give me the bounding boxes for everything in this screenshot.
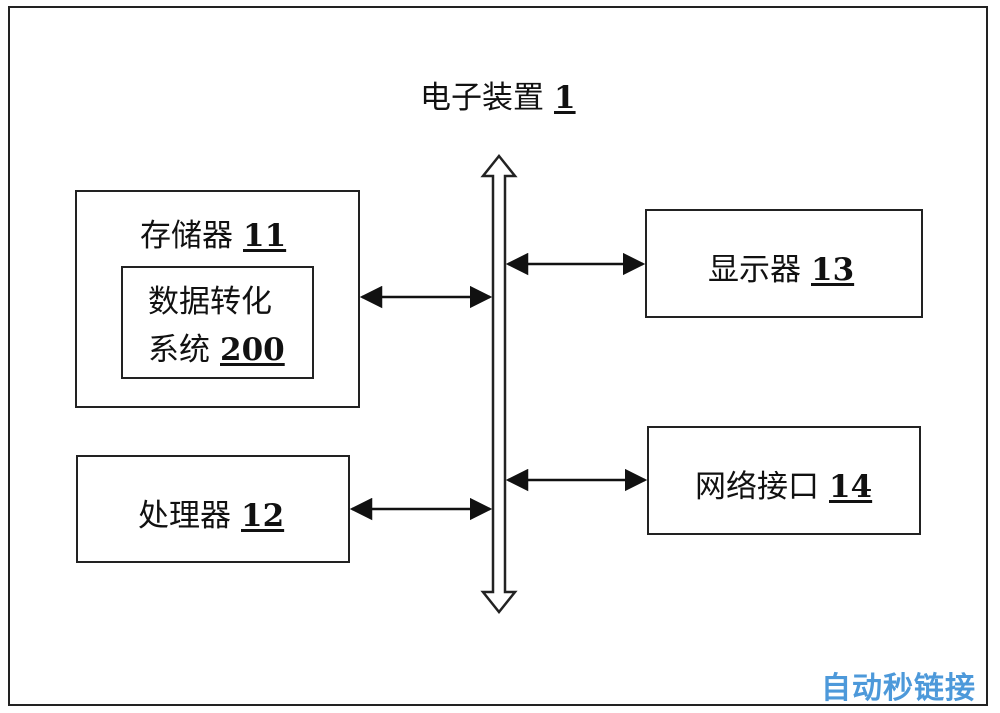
- device-title-text: 电子装置: [420, 80, 544, 116]
- display-box: [645, 209, 923, 318]
- display-label: 显示器 13: [708, 244, 854, 289]
- display-number: 13: [811, 252, 855, 288]
- processor-title: 处理器: [138, 498, 231, 534]
- conversion-system-number: 200: [220, 332, 285, 368]
- display-title: 显示器: [708, 252, 801, 288]
- network-label: 网络接口 14: [695, 461, 872, 506]
- conversion-system-box: [121, 266, 314, 379]
- conversion-system-text2: 系统: [148, 332, 210, 368]
- network-number: 14: [829, 469, 873, 505]
- network-title: 网络接口: [695, 469, 819, 505]
- conversion-system-line2: 系统 200: [148, 324, 285, 369]
- memory-title: 存储器: [140, 218, 233, 254]
- memory-label: 存储器 11: [140, 210, 286, 255]
- watermark-text: 自动秒链接: [821, 671, 976, 706]
- device-number: 1: [554, 80, 576, 116]
- processor-number: 12: [241, 498, 285, 534]
- memory-number: 11: [243, 218, 287, 254]
- bus-arrow: [480, 153, 518, 615]
- processor-label: 处理器 12: [138, 490, 284, 535]
- network-box: [647, 426, 921, 535]
- conversion-system-text1: 数据转化: [148, 284, 272, 320]
- device-title: 电子装置 1: [420, 72, 576, 117]
- processor-box: [76, 455, 350, 563]
- conversion-system-line1: 数据转化: [148, 276, 272, 321]
- device-frame: [8, 6, 988, 706]
